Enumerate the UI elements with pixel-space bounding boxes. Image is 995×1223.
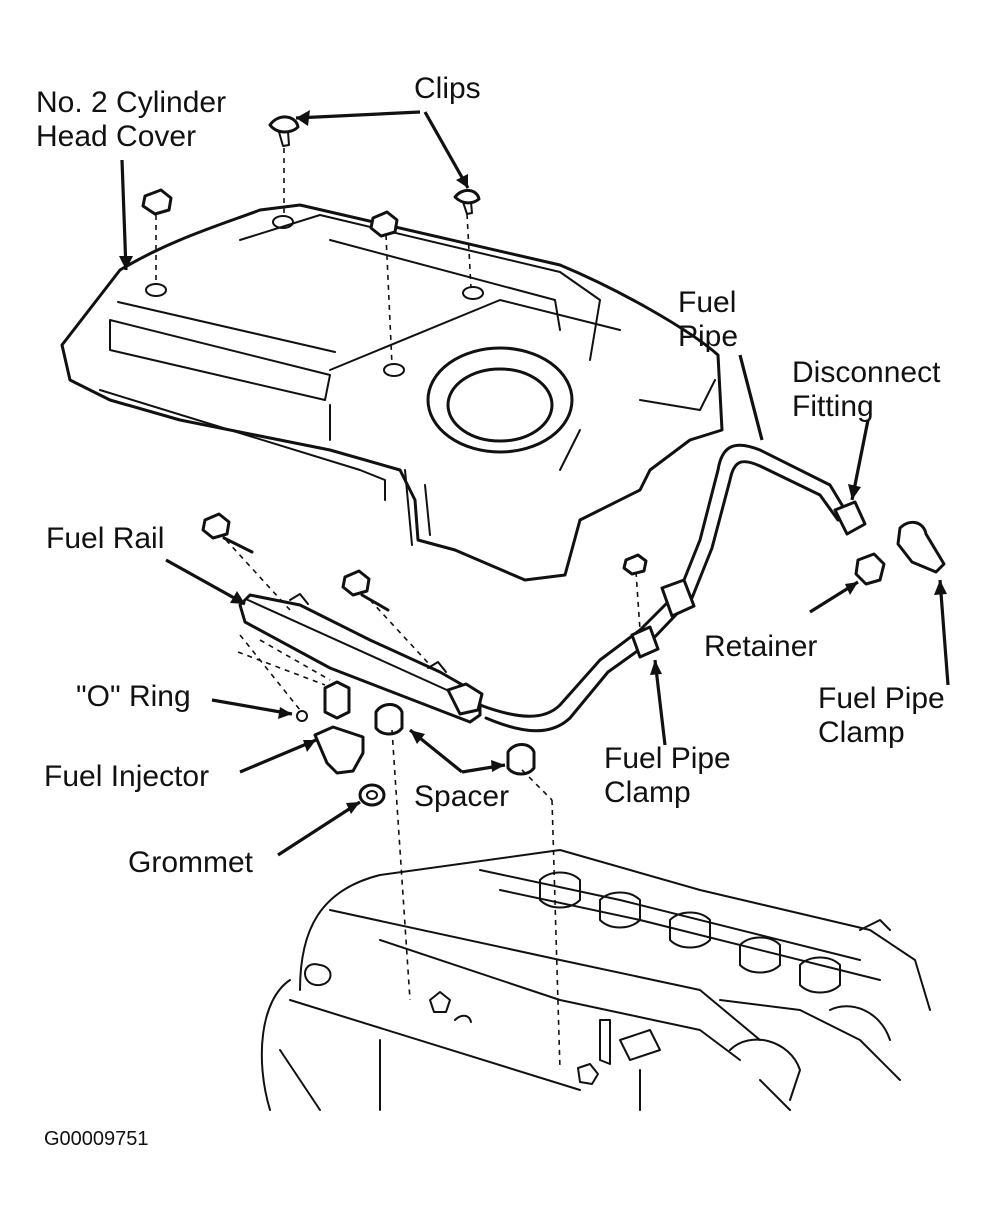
retainer-and-clamp <box>854 520 946 586</box>
label-fuel-pipe-clamp-right-line2: Clamp <box>818 716 905 749</box>
label-grommet: Grommet <box>128 846 254 879</box>
label-cylinder-head-cover-line1: No. 2 Cylinder <box>36 86 227 119</box>
label-fuel-rail: Fuel Rail <box>46 522 165 555</box>
cover-bolts-and-clips <box>141 115 481 366</box>
label-disconnect-fitting-line1: Disconnect <box>792 356 941 389</box>
label-fuel-injector: Fuel Injector <box>44 760 210 793</box>
injector-parts <box>237 634 561 1071</box>
label-fuel-pipe-line1: Fuel <box>678 286 737 319</box>
leader-arrows <box>119 110 950 857</box>
label-fuel-pipe-line2: Pipe <box>678 320 739 353</box>
fuel-rail <box>201 512 648 724</box>
label-cylinder-head-cover-line2: Head Cover <box>36 120 197 153</box>
engine-block <box>260 849 931 1111</box>
figure-id: G00009751 <box>44 1128 149 1150</box>
label-fuel-pipe-clamp-center-line1: Fuel Pipe <box>604 742 731 775</box>
label-clips: Clips <box>414 72 481 105</box>
cylinder-head-cover <box>60 203 724 582</box>
label-fuel-pipe-clamp-right-line1: Fuel Pipe <box>818 682 945 715</box>
label-spacer: Spacer <box>414 780 510 813</box>
fuel-pipe <box>478 443 867 733</box>
label-fuel-pipe-clamp-center-line2: Clamp <box>604 776 691 809</box>
label-disconnect-fitting-line2: Fitting <box>792 390 874 423</box>
label-o-ring: "O" Ring <box>76 680 191 713</box>
label-retainer: Retainer <box>704 630 818 663</box>
